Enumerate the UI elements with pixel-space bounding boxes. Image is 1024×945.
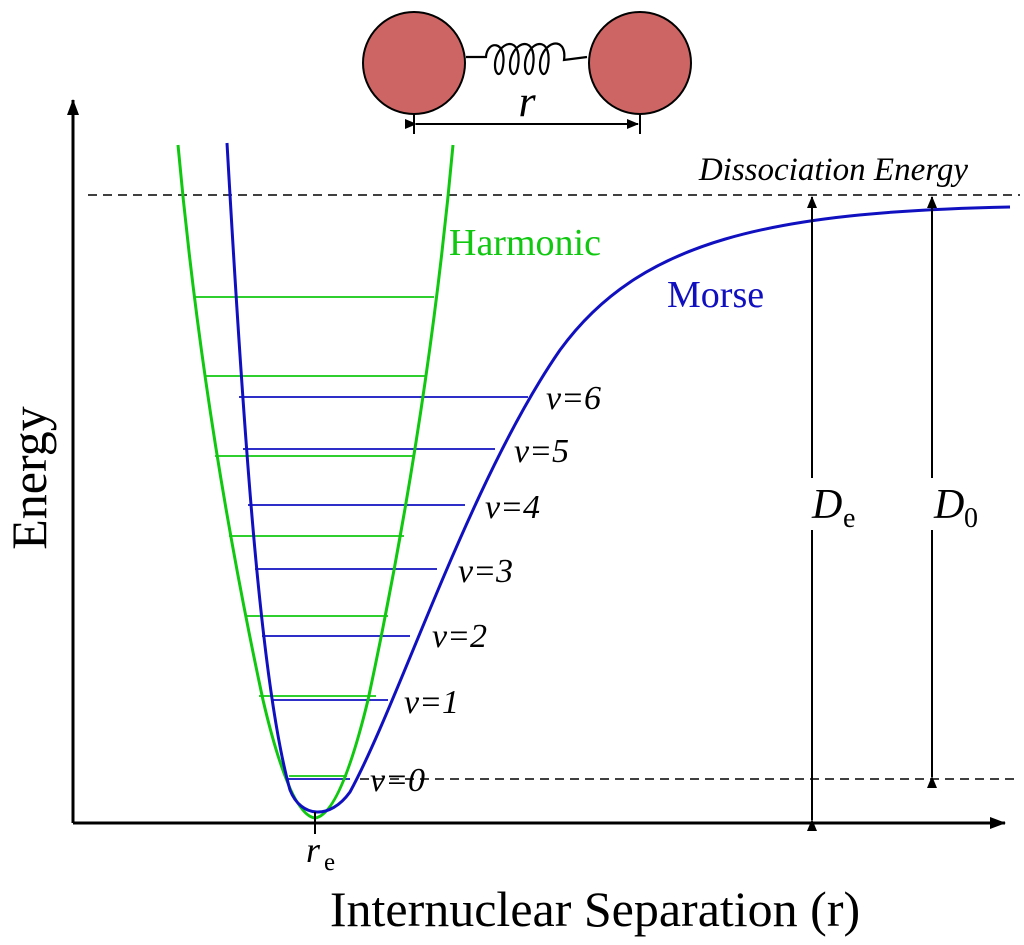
level-label: v=2 <box>432 618 487 655</box>
morse-curve <box>225 142 1011 814</box>
level-label: v=3 <box>458 553 513 590</box>
level-label: v=4 <box>485 489 540 526</box>
atom-left <box>362 11 466 115</box>
morse-label: Morse <box>667 274 764 316</box>
level-label: v=6 <box>546 380 601 417</box>
equilibrium-subscript: e <box>324 849 335 876</box>
equilibrium-label: r e <box>306 830 335 876</box>
spring <box>466 42 588 76</box>
harmonic-label: Harmonic <box>449 222 601 264</box>
level-label: v=5 <box>514 433 569 470</box>
morse-levels <box>239 396 528 780</box>
level-labels: v=6 v=5 v=4 v=3 v=2 v=1 v=0 <box>370 380 601 799</box>
level-label: v=0 <box>370 762 425 799</box>
de-symbol: D <box>811 482 842 528</box>
equilibrium-symbol: r <box>306 830 321 870</box>
diatomic-molecule <box>362 11 692 134</box>
atom-right <box>588 11 692 115</box>
d0-subscript: 0 <box>964 503 978 534</box>
y-axis-label: Energy <box>1 406 57 549</box>
dissociation-energy-label: Dissociation Energy <box>698 152 969 188</box>
d0-label: D 0 <box>933 482 978 534</box>
separation-label: r <box>518 77 536 126</box>
de-label: D e <box>811 482 855 534</box>
x-axis-label: Internuclear Separation (r) <box>330 881 860 937</box>
d0-symbol: D <box>933 482 964 528</box>
de-subscript: e <box>843 503 855 534</box>
level-label: v=1 <box>404 684 459 721</box>
